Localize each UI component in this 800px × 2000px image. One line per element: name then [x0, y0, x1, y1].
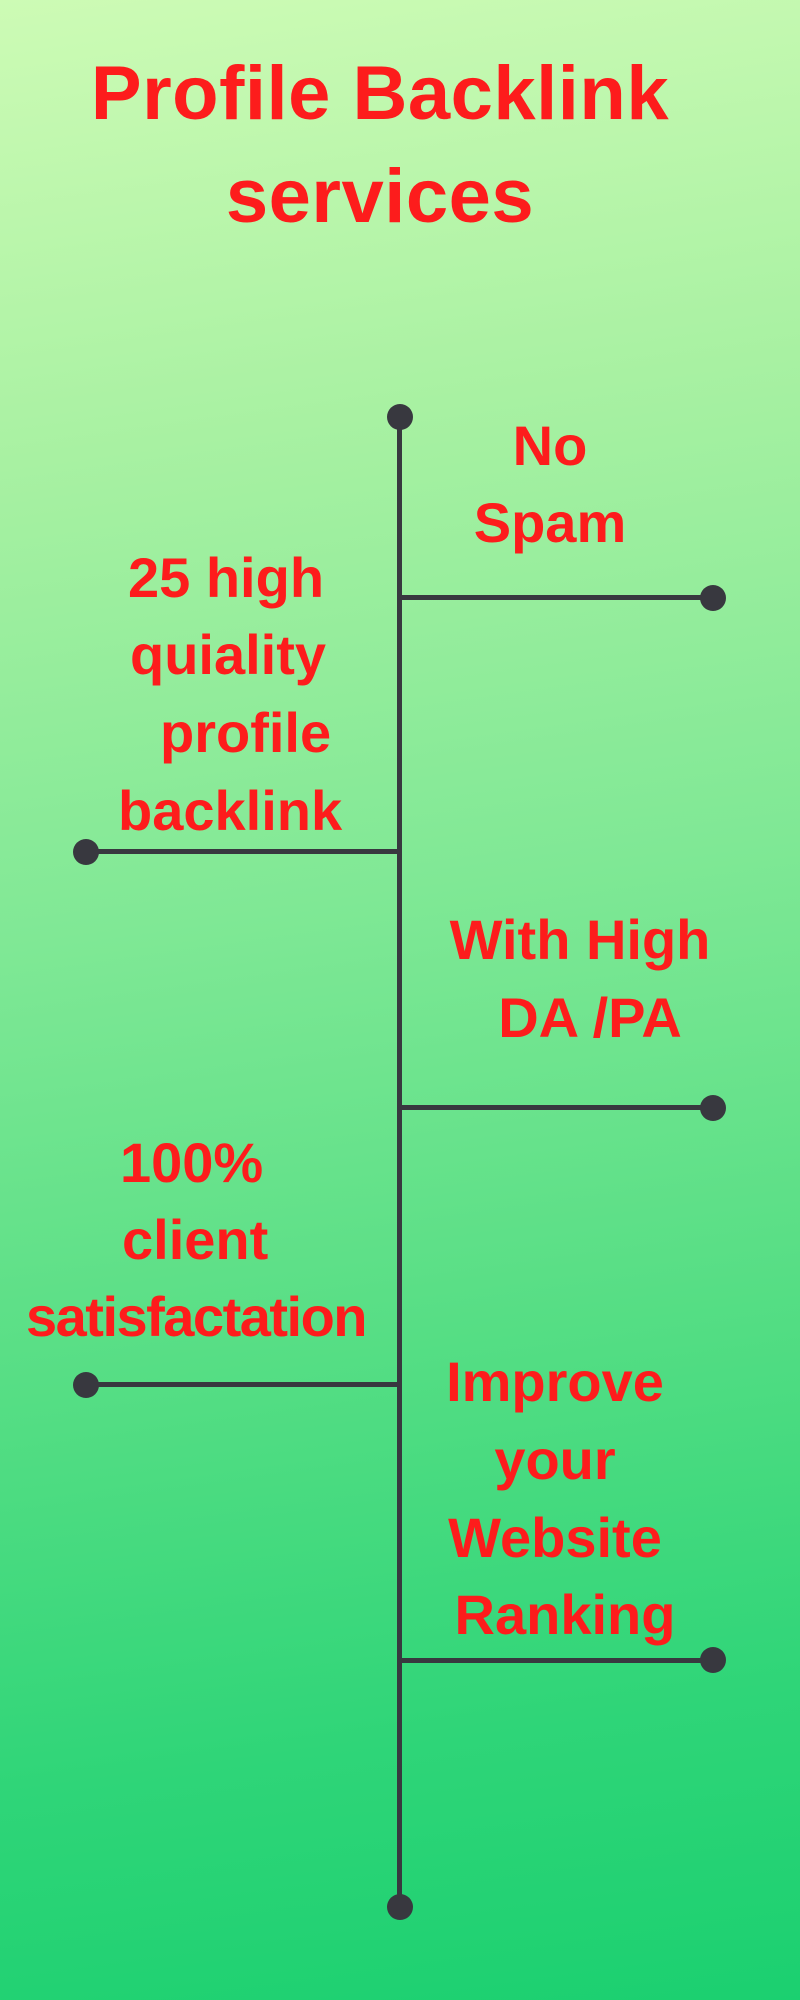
- item-text-line: No: [512, 414, 588, 477]
- title-line-2: services: [225, 154, 535, 239]
- branch-line: [86, 1382, 400, 1387]
- item-text-line: your: [494, 1428, 616, 1491]
- item-text-line: backlink: [118, 779, 343, 842]
- item-text-line: Spam: [473, 491, 627, 554]
- branch-dot: [73, 1372, 99, 1398]
- branch-line: [400, 1105, 713, 1110]
- item-text-line: client: [122, 1208, 269, 1271]
- item-text-line: With High: [449, 908, 711, 971]
- item-text-line: DA /PA: [498, 986, 682, 1049]
- item-text-line: Ranking: [454, 1583, 676, 1646]
- branch-line: [400, 1658, 713, 1663]
- item-text-line: Improve: [446, 1350, 664, 1413]
- branch-line: [86, 849, 400, 854]
- item-text-line: satisfactation: [26, 1285, 368, 1348]
- timeline-vertical-line: [397, 416, 402, 1907]
- branch-dot: [700, 585, 726, 611]
- item-text-line: quiality: [130, 623, 327, 686]
- branch-dot: [700, 1095, 726, 1121]
- timeline-bottom-dot: [387, 1894, 413, 1920]
- branch-dot: [700, 1647, 726, 1673]
- item-text-line: 100%: [120, 1131, 264, 1194]
- item-text-line: Website: [448, 1506, 662, 1569]
- item-text-line: 25 high: [128, 546, 325, 609]
- timeline-top-dot: [387, 404, 413, 430]
- title-line-1: Profile Backlink: [90, 51, 670, 136]
- branch-dot: [73, 839, 99, 865]
- branch-line: [400, 595, 713, 600]
- item-text-line: profile: [160, 701, 332, 764]
